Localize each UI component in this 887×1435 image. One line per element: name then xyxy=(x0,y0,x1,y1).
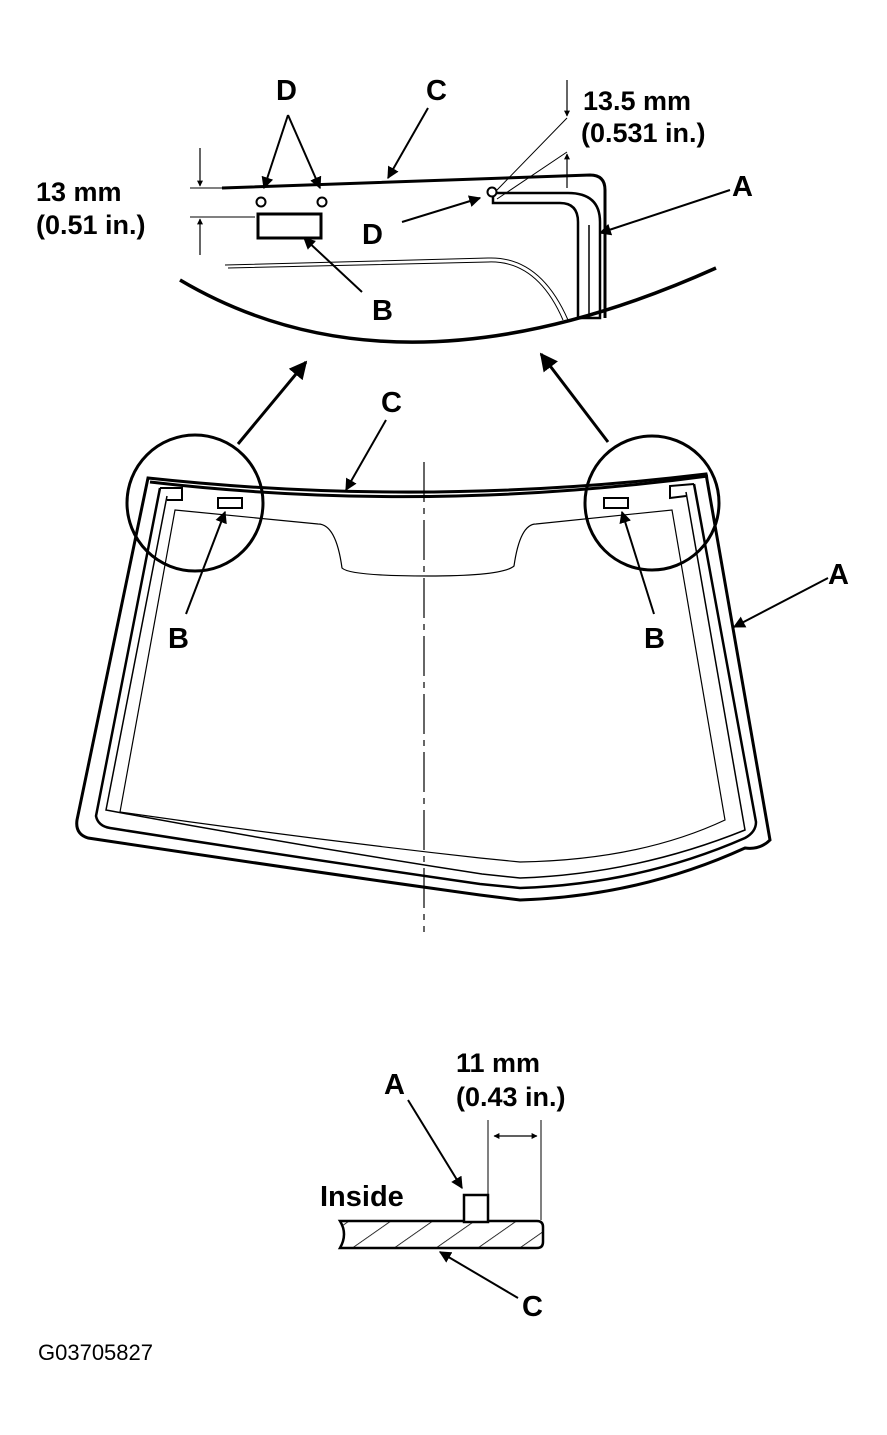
mark-d-left xyxy=(255,196,267,208)
spacer-b-right xyxy=(603,497,629,509)
label-b-left: B xyxy=(168,623,189,655)
label-b-right: B xyxy=(644,623,665,655)
ceramic-print-line xyxy=(224,257,569,321)
glass-edge-c xyxy=(221,173,607,318)
molding-a-section xyxy=(462,1193,490,1224)
cross-section-view: A C Inside 11 mm (0.43 in.) xyxy=(320,1048,566,1323)
roof-arc xyxy=(179,266,717,344)
molding-a xyxy=(491,191,602,320)
label-c-top: C xyxy=(426,75,447,107)
label-a-main: A xyxy=(828,559,849,591)
dim-13mm: 13 mm xyxy=(36,177,122,207)
spacer-b-left xyxy=(217,497,243,509)
label-c-main: C xyxy=(381,387,402,419)
ceramic-border xyxy=(119,509,726,863)
dim-135mm: 13.5 mm xyxy=(583,86,691,116)
spacer-b xyxy=(256,212,323,240)
corner-detail-view: D C A B D 13 mm (0.51 in.) 13.5 mm (0.53… xyxy=(36,75,753,344)
dim-043in: (0.43 in.) xyxy=(456,1082,566,1112)
molding-a-track-outer xyxy=(94,483,758,890)
label-inside: Inside xyxy=(320,1181,404,1213)
top-edge-c xyxy=(149,474,709,499)
detail-circle-left xyxy=(125,433,265,573)
label-d-top: D xyxy=(276,75,297,107)
label-b-detail: B xyxy=(372,295,393,327)
figure-code: G03705827 xyxy=(38,1340,153,1365)
label-a-detail: A xyxy=(732,171,753,203)
mark-d-corner xyxy=(486,186,498,198)
dim-11mm: 11 mm xyxy=(456,1048,540,1078)
dim-0531in: (0.531 in.) xyxy=(581,118,706,148)
dim-051in: (0.51 in.) xyxy=(36,210,146,240)
glass-section-c xyxy=(337,1219,545,1250)
detail-circle-right xyxy=(583,434,721,572)
windshield-overview: C A B B xyxy=(75,352,849,932)
windshield-glass xyxy=(75,472,772,902)
label-a-section: A xyxy=(384,1069,405,1101)
label-c-section: C xyxy=(522,1291,543,1323)
mark-d-right xyxy=(316,196,328,208)
label-d-detail: D xyxy=(362,219,383,251)
